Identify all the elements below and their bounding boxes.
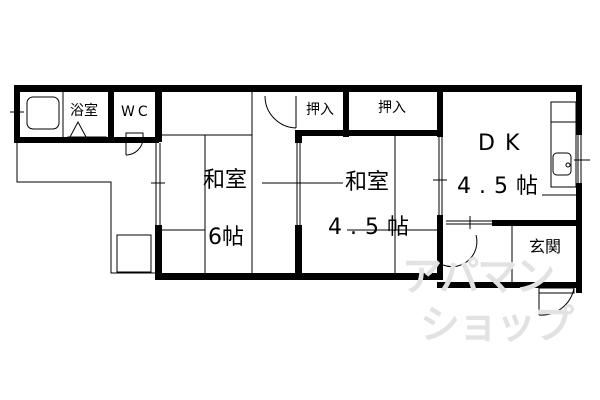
closet-2-label: 押入	[378, 100, 406, 116]
entrance-label: 玄関	[529, 237, 562, 256]
dk-label: DK	[478, 131, 530, 156]
japanese-room-1-label: 和室	[203, 168, 248, 193]
bath-label: 浴室	[70, 103, 98, 119]
wc-label: WC	[121, 104, 151, 120]
japanese-room-1-size: 6帖	[208, 225, 244, 250]
japanese-room-2-label: 和室	[345, 170, 390, 195]
watermark-line2: ショップ	[420, 302, 574, 348]
thin-lines	[10, 92, 590, 316]
closet-1-label: 押入	[306, 102, 334, 118]
walls	[14, 85, 582, 293]
watermark-line1: アパマン	[402, 254, 555, 300]
dk-size: 4.5帖	[457, 174, 546, 199]
japanese-room-2-size: 4.5帖	[328, 215, 417, 240]
